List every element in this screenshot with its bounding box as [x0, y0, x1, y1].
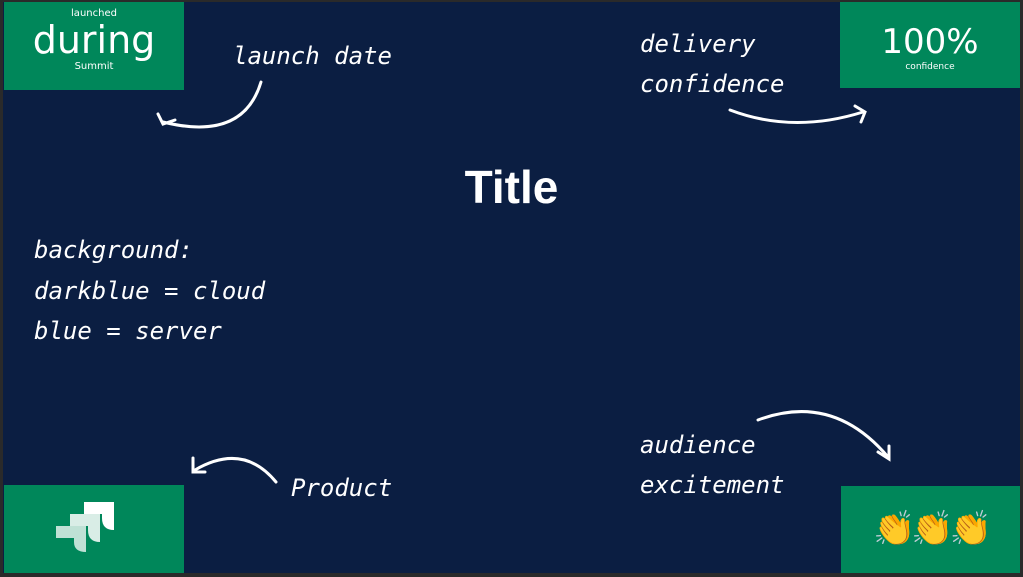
product-note: Product	[291, 474, 393, 502]
clapping-hands-icon: 👏👏👏	[872, 509, 992, 549]
confidence-tile: 100% confidence	[840, 2, 1020, 88]
delivery-note-line2: confidence	[640, 70, 785, 98]
audience-note-line1: audience	[640, 431, 756, 459]
background-note-line1: background:	[34, 236, 193, 264]
delivery-note-line1: delivery	[640, 30, 756, 58]
slide: launched during Summit 100% confidence 👏…	[3, 2, 1020, 573]
slide-title: Title	[464, 161, 559, 213]
jira-logo-icon	[56, 502, 114, 552]
product-tile	[4, 485, 184, 573]
launch-tile: launched during Summit	[4, 2, 184, 90]
confidence-tile-bottom: confidence	[905, 62, 955, 72]
launch-date-note: launch date	[233, 42, 392, 70]
background-note-line2: darkblue = cloud	[34, 277, 266, 305]
background-note-line3: blue = server	[34, 317, 222, 345]
confidence-tile-main: 100%	[881, 22, 979, 62]
launch-tile-main: during	[32, 18, 156, 62]
arrow-to-launch-icon	[156, 80, 891, 484]
excitement-tile: 👏👏👏	[841, 486, 1020, 573]
launch-tile-top: launched	[71, 8, 117, 19]
launch-tile-bottom: Summit	[74, 61, 114, 72]
audience-note-line2: excitement	[640, 471, 785, 499]
